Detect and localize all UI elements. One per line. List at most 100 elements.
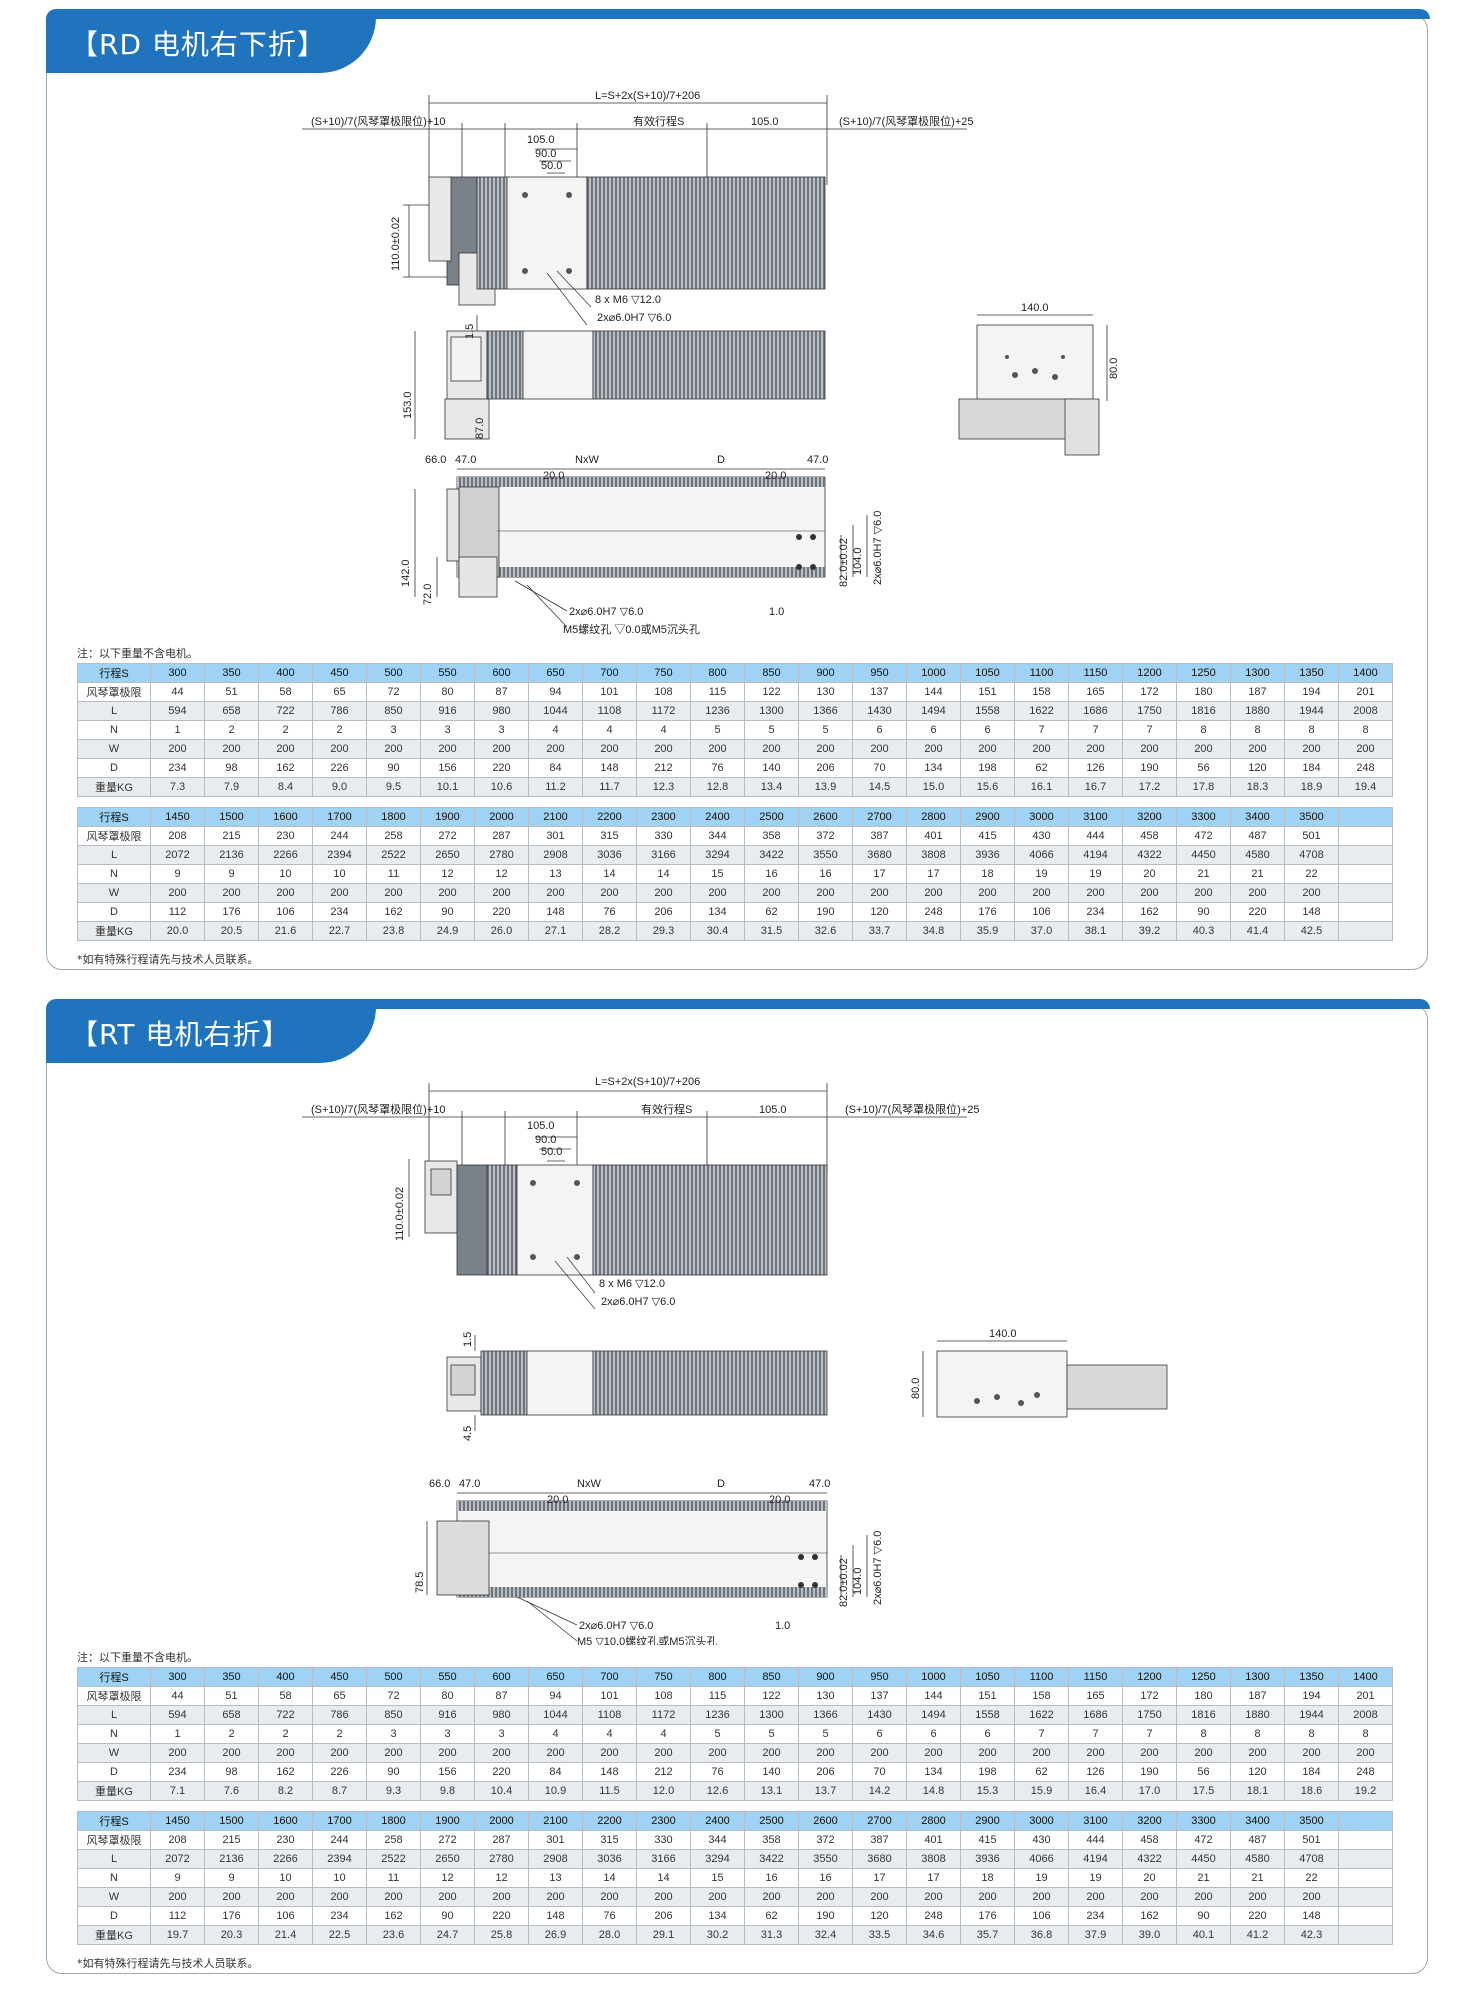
dim-50: 50.0 (541, 160, 562, 172)
row-label: L (77, 1849, 151, 1869)
table-cell: 23.6 (366, 1925, 421, 1945)
table-cell: 2 (312, 720, 367, 740)
table-cell: 10 (258, 1868, 313, 1888)
table-cell: 70 (852, 1762, 907, 1782)
table-cell: 200 (420, 739, 475, 759)
table-cell: 98 (204, 758, 259, 778)
table-cell: 1686 (1068, 701, 1123, 721)
row-label: 风琴罩极限 (77, 1830, 151, 1850)
row-label: W (77, 1887, 151, 1907)
table-cell: 220 (1230, 1906, 1285, 1926)
section-top-bar (46, 999, 1430, 1009)
table-cell: 24.9 (420, 921, 475, 941)
table-cell (1338, 1830, 1393, 1850)
table-cell: 200 (906, 1743, 961, 1763)
dim-47b: 47.0 (809, 1478, 830, 1490)
dim-1-5: 1.5 (462, 1332, 474, 1347)
table-cell: 39.0 (1122, 1925, 1177, 1945)
table-cell: 29.3 (636, 921, 691, 941)
table-cell: 8 (1230, 1724, 1285, 1744)
row-label: L (77, 701, 151, 721)
table-cell: 17 (906, 864, 961, 884)
table-cell: 200 (528, 1743, 583, 1763)
table-cell: 144 (906, 1686, 961, 1706)
table-cell: 106 (1014, 902, 1069, 922)
table-cell: 594 (150, 1705, 205, 1725)
table-cell: 3294 (690, 1849, 745, 1869)
table-cell: 200 (1122, 1743, 1177, 1763)
table-cell: 200 (1176, 739, 1231, 759)
table-cell: 101 (582, 1686, 637, 1706)
table-cell: 200 (1014, 883, 1069, 903)
table-cell: 200 (474, 739, 529, 759)
table-cell: 2136 (204, 845, 259, 865)
table-cell (1338, 1925, 1393, 1945)
table-cell: 1750 (1122, 701, 1177, 721)
table-cell: 315 (582, 826, 637, 846)
table-cell: 200 (1284, 739, 1339, 759)
table-cell: 4708 (1284, 1849, 1339, 1869)
table-cell: 650 (528, 1667, 583, 1687)
table-cell: 200 (1230, 1743, 1285, 1763)
table-cell: 1250 (1176, 1667, 1231, 1687)
table-cell: 200 (852, 883, 907, 903)
table-cell: 200 (1068, 883, 1123, 903)
table-cell: 1880 (1230, 701, 1285, 721)
table-cell: 1900 (420, 1811, 475, 1831)
table-cell (1338, 864, 1393, 884)
table-cell: 1050 (960, 663, 1015, 683)
table-cell: 1494 (906, 1705, 961, 1725)
table-cell: 2500 (744, 1811, 799, 1831)
table-cell: 115 (690, 1686, 745, 1706)
table-cell: 151 (960, 1686, 1015, 1706)
table-cell: 12 (474, 1868, 529, 1888)
table-cell: 800 (690, 663, 745, 683)
table-cell: 13 (528, 864, 583, 884)
table-cell (1338, 921, 1393, 941)
table-cell: 200 (474, 1887, 529, 1907)
table-cell: 12.0 (636, 1781, 691, 1801)
table-cell: 200 (204, 739, 259, 759)
table-cell: 198 (960, 1762, 1015, 1782)
table-cell: 1350 (1284, 1667, 1339, 1687)
table-cell: 1050 (960, 1667, 1015, 1687)
table-cell: 3000 (1014, 1811, 1069, 1831)
table-cell: 220 (474, 902, 529, 922)
dim-20b: 20.0 (765, 470, 786, 482)
table-cell: 19.2 (1338, 1781, 1393, 1801)
table-cell: 415 (960, 1830, 1015, 1850)
table-cell: 12.3 (636, 777, 691, 797)
table-cell: 7.1 (150, 1781, 205, 1801)
table-cell: 62 (744, 902, 799, 922)
table-cell: 4580 (1230, 845, 1285, 865)
table-cell: 58 (258, 682, 313, 702)
table-cell: 230 (258, 1830, 313, 1850)
table-cell: 162 (1122, 902, 1177, 922)
table-cell: 130 (798, 1686, 853, 1706)
table-cell: 3294 (690, 845, 745, 865)
table-cell: 16 (798, 1868, 853, 1888)
dim-110: 110.0±0.02 (394, 1187, 406, 1241)
table-cell: 206 (798, 758, 853, 778)
table-cell: 162 (258, 758, 313, 778)
table-cell: 5 (690, 1724, 745, 1744)
table-cell: 1900 (420, 807, 475, 827)
table-cell: 14.5 (852, 777, 907, 797)
table-cell: 17 (852, 1868, 907, 1888)
table-cell: 84 (528, 758, 583, 778)
table-cell: 190 (1122, 1762, 1177, 1782)
table-cell: 430 (1014, 826, 1069, 846)
row-label: 重量KG (77, 1781, 151, 1801)
table-cell: 4450 (1176, 845, 1231, 865)
table-cell: 3680 (852, 1849, 907, 1869)
table-cell: 200 (366, 883, 421, 903)
table-cell: 450 (312, 663, 367, 683)
table-cell: 358 (744, 1830, 799, 1850)
table-cell: 200 (744, 739, 799, 759)
table-cell: 1300 (1230, 1667, 1285, 1687)
table-cell: 21 (1230, 864, 1285, 884)
table-cell: 184 (1284, 1762, 1339, 1782)
table-cell: 200 (420, 883, 475, 903)
